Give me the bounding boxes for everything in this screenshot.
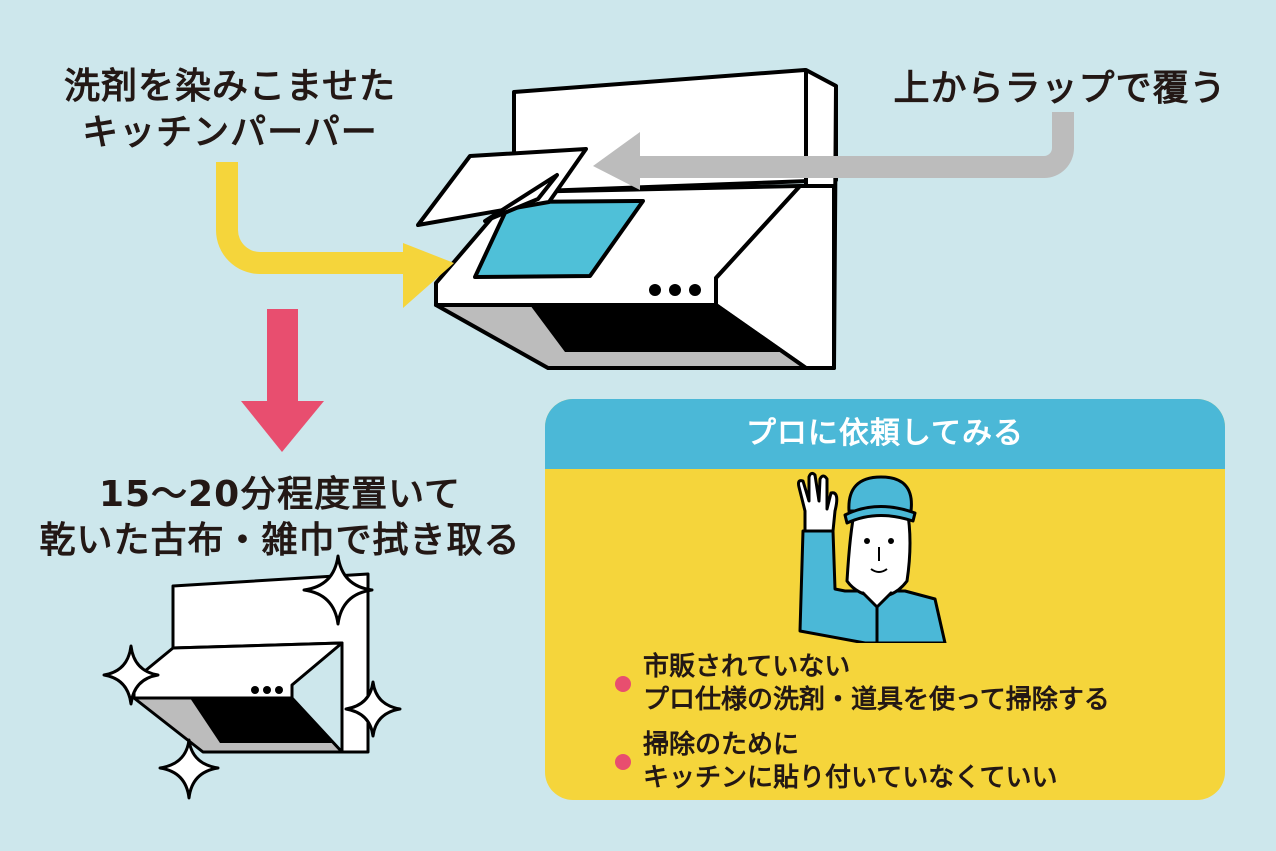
pro-request-panel: プロに依頼してみる 市販されていない プロ仕様の洗剤・道具を使って掃除する 掃除… <box>545 399 1225 800</box>
sparkle-icon <box>344 680 402 738</box>
red-down-arrow-icon <box>241 309 324 452</box>
hood-dot-3 <box>689 284 701 296</box>
list-item-line: 掃除のために <box>643 730 800 760</box>
step-label-kitchen-paper: 洗剤を染みこませた キッチンパーパー <box>40 64 420 156</box>
sparkle-icon <box>102 644 160 706</box>
range-hood-illustration <box>416 68 838 370</box>
step-label-wait-wipe: 15〜20分程度置いて 乾いた古布・雑巾で拭き取る <box>20 472 540 564</box>
sparkle-icons <box>102 554 402 800</box>
pro-benefit-list: 市販されていない プロ仕様の洗剤・道具を使って掃除する 掃除のために キッチンに… <box>615 651 1215 800</box>
step-label-wrap: 上からラップで覆う <box>870 66 1250 112</box>
yellow-arrow-icon <box>216 162 454 308</box>
pro-panel-title: プロに依頼してみる <box>545 399 1225 469</box>
kitchen-paper-fold <box>483 173 559 223</box>
hood-dot-1 <box>649 284 661 296</box>
step-label-line: キッチンパーパー <box>82 112 378 153</box>
gray-arrow-icon <box>593 112 1074 190</box>
filter-blue-panel <box>473 199 645 279</box>
list-item-line: キッチンに貼り付いていなくていい <box>643 763 1058 793</box>
step-label-line: 上からラップで覆う <box>893 68 1227 109</box>
sparkle-icon <box>158 738 220 800</box>
sparkle-icon <box>302 554 374 626</box>
step-label-line: 乾いた古布・雑巾で拭き取る <box>39 520 521 561</box>
worker-waving-icon <box>797 471 947 643</box>
list-item-line: 市販されていない <box>643 652 851 682</box>
bullet-dot-icon <box>615 754 631 770</box>
step-label-line: 洗剤を染みこませた <box>64 66 396 107</box>
bullet-dot-icon <box>615 676 631 692</box>
list-item-line: プロ仕様の洗剤・道具を使って掃除する <box>643 685 1110 715</box>
kitchen-paper-sheet <box>416 147 588 227</box>
step-label-line: 15〜20分程度置いて <box>98 474 462 515</box>
list-item: 掃除のために キッチンに貼り付いていなくていい <box>615 729 1215 795</box>
hood-dot-2 <box>669 284 681 296</box>
list-item: 市販されていない プロ仕様の洗剤・道具を使って掃除する <box>615 651 1215 717</box>
hood-intake <box>530 305 780 352</box>
clean-hood-illustration <box>132 572 370 754</box>
